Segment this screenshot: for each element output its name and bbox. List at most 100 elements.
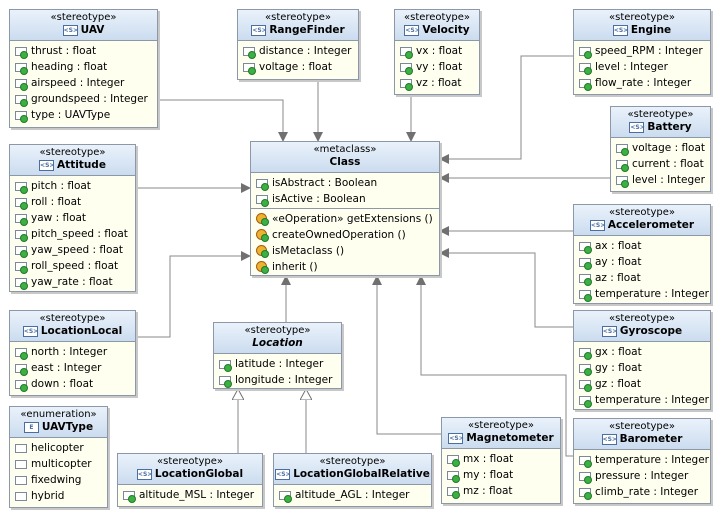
attribute-label: mz : float xyxy=(463,485,513,497)
engine-class[interactable]: «stereotype» <S>Engine speed_RPM : Integ… xyxy=(573,9,711,95)
attribute-row[interactable]: yaw_rate : float xyxy=(10,274,135,290)
attribute-row[interactable]: mz : float xyxy=(442,483,560,499)
attribute-icon xyxy=(616,159,629,172)
attitude-class[interactable]: «stereotype» <S>Attitude pitch : float r… xyxy=(9,144,136,292)
attribute-row[interactable]: vz : float xyxy=(395,75,479,91)
attribute-row[interactable]: my : float xyxy=(442,467,560,483)
attribute-row[interactable]: yaw_speed : float xyxy=(10,242,135,258)
attribute-row[interactable]: altitude_AGL : Integer xyxy=(274,487,431,503)
attribute-row[interactable]: longitude : Integer xyxy=(214,372,341,388)
velocity-class[interactable]: «stereotype» <S>Velocity vx : float vy :… xyxy=(394,9,480,95)
accelerometer-class[interactable]: «stereotype» <S>Accelerometer ax : float… xyxy=(573,204,711,304)
attribute-row[interactable]: temperature : Integer xyxy=(574,452,710,468)
attribute-icon xyxy=(15,78,28,91)
attribute-label: north : Integer xyxy=(31,346,108,358)
uav-class[interactable]: «stereotype» <S>UAV thrust : float headi… xyxy=(9,9,158,128)
class-name: Engine xyxy=(630,24,672,36)
literal-row[interactable]: helicopter xyxy=(10,440,107,456)
attribute-icon xyxy=(579,257,592,270)
attribute-row[interactable]: speed_RPM : Integer xyxy=(574,43,710,59)
attribute-row[interactable]: vx : float xyxy=(395,43,479,59)
attribute-row[interactable]: current : float xyxy=(611,156,710,172)
attribute-row[interactable]: yaw : float xyxy=(10,210,135,226)
attribute-label: voltage : float xyxy=(259,61,333,73)
attribute-row[interactable]: isActive : Boolean xyxy=(251,191,439,207)
attribute-label: az : float xyxy=(595,272,641,284)
attribute-row[interactable]: climb_rate : Integer xyxy=(574,484,710,500)
magnetometer-class[interactable]: «stereotype» <S>Magnetometer mx : float … xyxy=(441,417,561,504)
attribute-label: my : float xyxy=(463,469,514,481)
attribute-row[interactable]: down : float xyxy=(10,376,135,392)
class-name: Attitude xyxy=(57,159,106,171)
attribute-row[interactable]: north : Integer xyxy=(10,344,135,360)
attribute-row[interactable]: latitude : Integer xyxy=(214,356,341,372)
attribute-row[interactable]: roll : float xyxy=(10,194,135,210)
attribute-row[interactable]: altitude_MSL : Integer xyxy=(118,487,262,503)
attribute-row[interactable]: pitch_speed : float xyxy=(10,226,135,242)
location-class[interactable]: «stereotype» Location latitude : Integer… xyxy=(213,322,342,389)
attribute-label: vy : float xyxy=(416,61,463,73)
rangefinder-class[interactable]: «stereotype» <S>RangeFinder distance : I… xyxy=(237,9,359,80)
stereotype-label: «stereotype» xyxy=(467,420,535,431)
attribute-icon xyxy=(15,62,28,75)
barometer-class[interactable]: «stereotype» <S>Barometer temperature : … xyxy=(573,418,711,504)
operation-row[interactable]: createOwnedOperation () xyxy=(251,227,439,243)
operation-row[interactable]: inherit () xyxy=(251,259,439,275)
operation-label: «eOperation» getExtensions () xyxy=(272,213,433,225)
attribute-row[interactable]: ax : float xyxy=(574,238,710,254)
attribute-row[interactable]: gy : float xyxy=(574,360,710,376)
gyroscope-class[interactable]: «stereotype» <S>Gyroscope gx : float gy … xyxy=(573,310,711,410)
attribute-label: ay : float xyxy=(595,256,642,268)
attribute-icon xyxy=(447,470,460,483)
attribute-label: isAbstract : Boolean xyxy=(272,177,378,189)
attribute-row[interactable]: ay : float xyxy=(574,254,710,270)
operation-row[interactable]: «eOperation» getExtensions () xyxy=(251,211,439,227)
attribute-row[interactable]: pressure : Integer xyxy=(574,468,710,484)
literal-row[interactable]: multicopter xyxy=(10,456,107,472)
attribute-row[interactable]: thrust : float xyxy=(10,43,157,59)
attribute-row[interactable]: east : Integer xyxy=(10,360,135,376)
attribute-row[interactable]: mx : float xyxy=(442,451,560,467)
class-name: LocationGlobal xyxy=(154,468,244,480)
attribute-row[interactable]: voltage : float xyxy=(611,140,710,156)
attribute-row[interactable]: flow_rate : Integer xyxy=(574,75,710,91)
stereotype-label: «stereotype» xyxy=(608,12,676,23)
attribute-row[interactable]: airspeed : Integer xyxy=(10,75,157,91)
attribute-label: heading : float xyxy=(31,61,108,73)
literal-label: multicopter xyxy=(31,458,92,470)
attribute-icon xyxy=(15,110,28,123)
locationglobal-class[interactable]: «stereotype» <S>LocationGlobal altitude_… xyxy=(117,453,263,507)
stereotype-label: «stereotype» xyxy=(608,313,676,324)
attribute-row[interactable]: roll_speed : float xyxy=(10,258,135,274)
attribute-row[interactable]: pitch : float xyxy=(10,178,135,194)
stereotype-label: «stereotype» xyxy=(608,421,676,432)
attribute-row[interactable]: isAbstract : Boolean xyxy=(251,175,439,191)
locationlocal-class[interactable]: «stereotype» <S>LocationLocal north : In… xyxy=(9,310,136,396)
attribute-icon xyxy=(15,94,28,107)
attribute-row[interactable]: temperature : Integer xyxy=(574,392,710,408)
class-icon: <S> xyxy=(275,469,291,480)
attribute-row[interactable]: gx : float xyxy=(574,344,710,360)
attribute-row[interactable]: temperature : Integer xyxy=(574,286,710,302)
attribute-row[interactable]: voltage : float xyxy=(238,59,358,75)
attribute-icon xyxy=(256,178,269,191)
attribute-label: pitch_speed : float xyxy=(31,228,128,240)
attribute-row[interactable]: heading : float xyxy=(10,59,157,75)
operation-row[interactable]: isMetaclass () xyxy=(251,243,439,259)
attribute-row[interactable]: gz : float xyxy=(574,376,710,392)
attribute-row[interactable]: groundspeed : Integer xyxy=(10,91,157,107)
literal-row[interactable]: hybrid xyxy=(10,488,107,504)
attribute-icon xyxy=(579,455,592,468)
attribute-row[interactable]: level : Integer xyxy=(611,172,710,188)
attribute-row[interactable]: distance : Integer xyxy=(238,43,358,59)
attribute-icon xyxy=(579,273,592,286)
attribute-row[interactable]: vy : float xyxy=(395,59,479,75)
attribute-row[interactable]: type : UAVType xyxy=(10,107,157,123)
attribute-row[interactable]: level : Integer xyxy=(574,59,710,75)
literal-row[interactable]: fixedwing xyxy=(10,472,107,488)
battery-class[interactable]: «stereotype» <S>Battery voltage : float … xyxy=(610,106,711,192)
metaclass-class[interactable]: «metaclass» Class isAbstract : Boolean i… xyxy=(250,141,440,276)
attribute-row[interactable]: az : float xyxy=(574,270,710,286)
locationglobalrelative-class[interactable]: «stereotype» <S>LocationGlobalRelative a… xyxy=(273,453,432,507)
